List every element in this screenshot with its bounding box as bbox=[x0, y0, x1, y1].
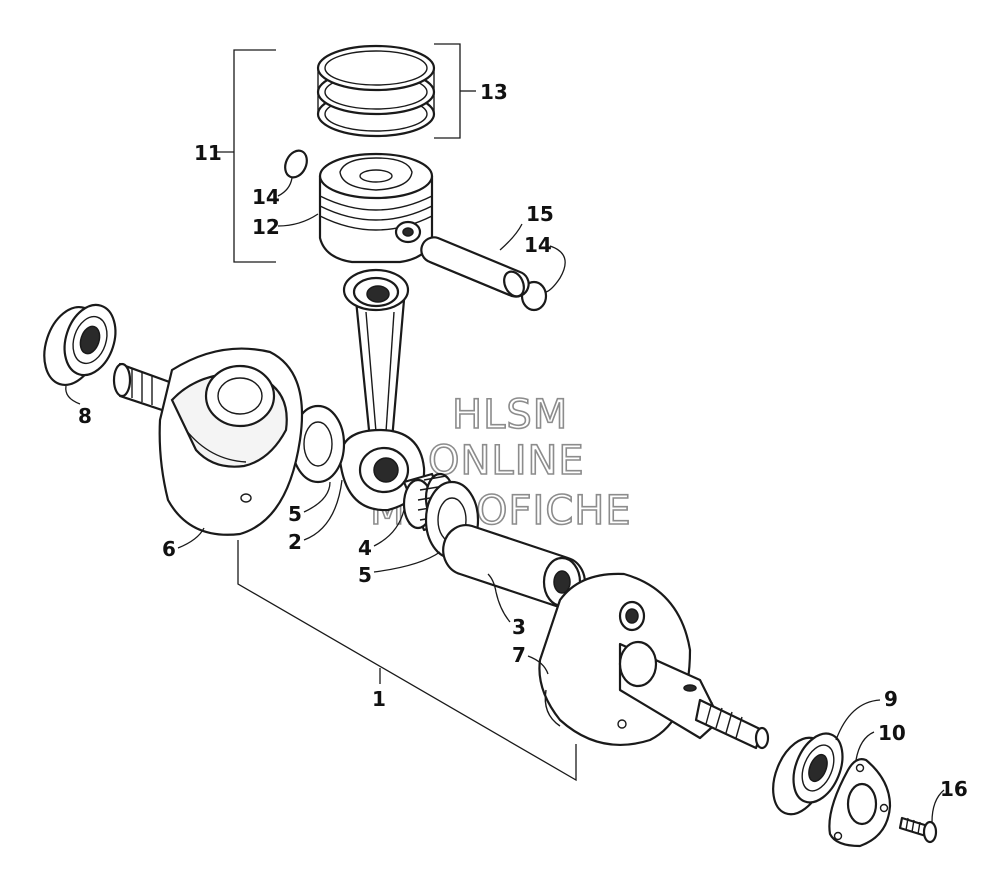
thrust-washer-left bbox=[290, 404, 346, 484]
crank-pin bbox=[442, 524, 586, 608]
piston-pin bbox=[420, 236, 530, 298]
piston bbox=[318, 152, 434, 264]
piston-clip-upper bbox=[284, 149, 308, 179]
callout-5-left: 5 bbox=[288, 502, 302, 526]
callout-3: 3 bbox=[512, 615, 526, 639]
crankshaft-left bbox=[112, 347, 304, 536]
callout-4: 4 bbox=[358, 536, 372, 560]
callout-13: 13 bbox=[480, 80, 508, 104]
piston-rings bbox=[316, 44, 436, 138]
leader-lines bbox=[65, 43, 945, 823]
callout-14-lower: 14 bbox=[524, 233, 552, 257]
callout-12: 12 bbox=[252, 215, 280, 239]
callout-8: 8 bbox=[78, 404, 92, 428]
watermark-line-1: HLSM bbox=[452, 392, 568, 438]
callout-1: 1 bbox=[372, 687, 386, 711]
watermark-line-2: ONLINE bbox=[428, 438, 585, 484]
callout-14-upper: 14 bbox=[252, 185, 280, 209]
callout-9: 9 bbox=[884, 687, 898, 711]
bearing-right bbox=[772, 732, 844, 816]
screw bbox=[898, 816, 938, 844]
callout-6: 6 bbox=[162, 537, 176, 561]
crankshaft-right bbox=[538, 572, 770, 750]
callout-2: 2 bbox=[288, 530, 302, 554]
bearing-left bbox=[43, 303, 117, 386]
callout-labels: 11 13 14 12 15 14 8 6 5 2 4 5 3 7 1 9 10… bbox=[78, 80, 968, 801]
bearing-retainer-plate bbox=[828, 758, 892, 848]
callout-11: 11 bbox=[194, 141, 222, 165]
callout-15: 15 bbox=[526, 202, 554, 226]
callout-7: 7 bbox=[512, 643, 526, 667]
callout-16: 16 bbox=[940, 777, 968, 801]
connecting-rod bbox=[338, 268, 426, 512]
callout-5-right: 5 bbox=[358, 563, 372, 587]
callout-10: 10 bbox=[878, 721, 906, 745]
